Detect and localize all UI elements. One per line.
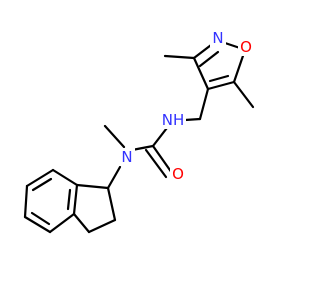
bond-c4-c3	[192, 56, 210, 91]
methyl-nitrogen-label: N	[121, 148, 132, 166]
bond-c3-methyl	[163, 54, 196, 60]
bond-c3-n-double	[198, 50, 220, 68]
atom-label-layer: N O NH O N	[119, 29, 254, 183]
bond-c5-c4-benz	[23, 215, 52, 234]
bond-c-o-double	[144, 148, 168, 179]
bond-c3-c3a	[72, 212, 91, 234]
amide-nh-atom: NH	[160, 111, 186, 129]
bond-c7a-c3a-double	[66, 188, 72, 211]
isoxazole-nitrogen-label: N	[212, 29, 223, 47]
molecule-structure: N O NH O N	[23, 29, 255, 234]
bond-c-n	[130, 144, 155, 152]
bond-c5-c4-benz-double	[30, 211, 51, 226]
isoxazole-oxygen-label: O	[240, 38, 252, 56]
bond-c4-ch2	[198, 87, 210, 121]
bond-c6-c5	[23, 184, 29, 219]
bond-ch2-nh	[183, 117, 202, 122]
bond-c5-c4-double	[208, 74, 230, 83]
methyl-nitrogen-atom: N	[119, 148, 135, 166]
bond-c7a-c3a	[72, 183, 79, 216]
isoxazole-nitrogen-atom: N	[210, 29, 226, 47]
bond-c7-c6-double	[31, 177, 53, 192]
bond-c5-methyl	[232, 80, 255, 109]
bond-c7a-c7	[51, 168, 79, 187]
bond-c4-c3a	[48, 212, 76, 234]
bond-n-indane	[106, 165, 122, 190]
bond-c2-c3	[87, 218, 117, 234]
bond-c1-c7a	[75, 183, 110, 190]
bond-c7-c6	[25, 168, 55, 188]
bond-layer	[23, 40, 255, 234]
isoxazole-oxygen-atom: O	[238, 38, 254, 56]
carbonyl-oxygen-label: O	[172, 165, 184, 183]
bond-c5-c4	[206, 80, 236, 91]
carbonyl-oxygen-atom: O	[170, 165, 186, 183]
bond-n-methyl	[103, 124, 126, 149]
amide-nh-label: NH	[162, 111, 185, 129]
bond-c1-c2	[106, 186, 117, 222]
bond-c-o	[151, 144, 174, 175]
